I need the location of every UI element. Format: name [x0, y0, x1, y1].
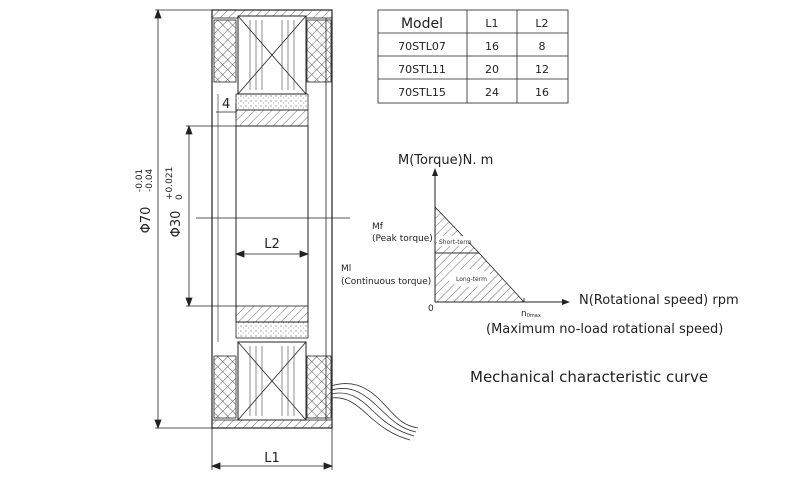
- curve-caption: Mechanical characteristic curve: [470, 368, 708, 386]
- winding-top-right: [306, 19, 332, 83]
- outer-diameter-label: Φ70: [139, 207, 154, 234]
- max-speed-note: (Maximum no-load rotational speed): [486, 322, 723, 337]
- dimension-lines: [154, 8, 334, 470]
- gap-label: 4: [222, 97, 230, 112]
- housing-bottom-hatch: [211, 419, 333, 429]
- table-cell: 70STL15: [398, 86, 446, 99]
- ml-label: Ml: [341, 264, 351, 274]
- table-cell: 12: [535, 63, 549, 76]
- inner-tol-lower: 0: [175, 194, 185, 200]
- l1-label: L1: [264, 451, 280, 466]
- short-term-region: [434, 206, 480, 254]
- table-cell: 70STL07: [398, 40, 446, 53]
- shaft-bore: [235, 125, 309, 323]
- winding-bottom-left: [213, 355, 237, 419]
- table-header-l1: L1: [485, 17, 498, 30]
- table-cell: 8: [539, 40, 546, 53]
- inner-diameter-label: Φ30: [169, 211, 184, 238]
- table-header-l2: L2: [535, 17, 548, 30]
- outer-tol-lower: -0.04: [145, 168, 155, 192]
- mf-desc: (Peak torque): [372, 234, 433, 244]
- table-header-model: Model: [401, 16, 443, 32]
- table-cell: 20: [485, 63, 499, 76]
- l2-label: L2: [264, 237, 280, 252]
- lead-wires: [330, 383, 419, 441]
- outer-tol-upper: -0.01: [135, 169, 145, 192]
- y-axis-label: M(Torque)N. m: [398, 153, 493, 168]
- ml-desc: (Continuous torque): [341, 277, 431, 287]
- table-cell: 16: [535, 86, 549, 99]
- hub-bottom-hatch: [235, 305, 309, 323]
- long-term-label: Long-term: [456, 276, 487, 283]
- winding-bottom-right: [306, 355, 332, 419]
- short-term-label: Short-term: [439, 239, 472, 246]
- table-cell: 24: [485, 86, 499, 99]
- inner-tol-upper: +0.021: [165, 167, 175, 200]
- origin-label: 0: [428, 304, 434, 314]
- motor-cross-section: [196, 9, 419, 441]
- x-axis-label: N(Rotational speed) rpm: [579, 293, 739, 308]
- hub-top-hatch: [235, 109, 309, 127]
- table-cell: 16: [485, 40, 499, 53]
- model-table: [377, 9, 569, 104]
- friction-band-bottom: [235, 321, 309, 339]
- x-tick-label: n0max: [521, 309, 541, 319]
- characteristic-curve: [432, 168, 570, 305]
- mf-label: Mf: [372, 222, 384, 232]
- friction-band-top: [235, 93, 309, 111]
- winding-top-left: [213, 19, 237, 83]
- table-cell: 70STL11: [398, 63, 446, 76]
